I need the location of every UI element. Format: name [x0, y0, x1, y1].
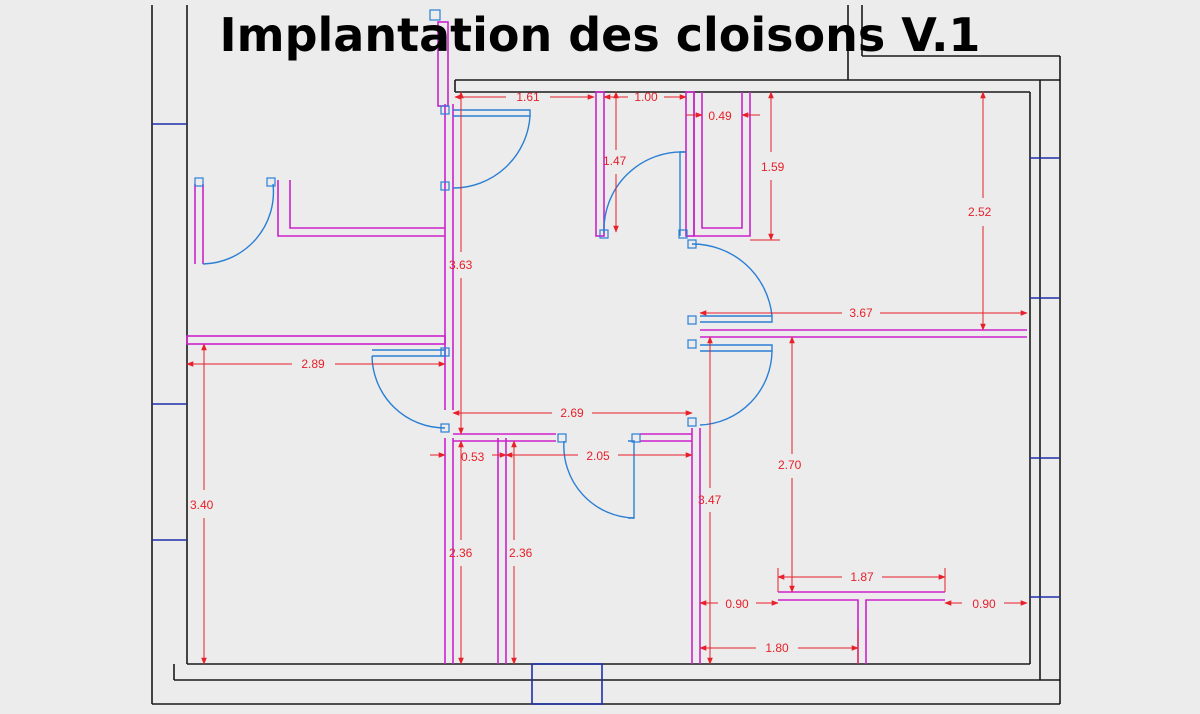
dim-label-1-61: 1.61 [516, 90, 540, 104]
dim-label-3-63: 3.63 [449, 258, 473, 272]
dim-label-3-40: 3.40 [190, 498, 214, 512]
dim-label-2-36-b: 2.36 [509, 546, 533, 560]
dim-label-0-90-right: 0.90 [972, 597, 996, 611]
dim-label-2-36-a: 2.36 [449, 546, 473, 560]
dim-label-1-59: 1.59 [761, 160, 785, 174]
dim-label-2-69: 2.69 [560, 406, 584, 420]
dim-label-2-05: 2.05 [586, 449, 610, 463]
dim-label-1-87: 1.87 [850, 570, 874, 584]
doors [194, 9, 773, 519]
dim-label-3-67: 3.67 [849, 306, 873, 320]
windows [152, 123, 1060, 705]
partitions [186, 21, 1027, 664]
dim-label-0-53: 0.53 [461, 450, 485, 464]
dim-label-0-49: 0.49 [708, 109, 732, 123]
dim-label-2-52: 2.52 [968, 205, 992, 219]
dim-label-1-47: 1.47 [603, 154, 627, 168]
page-title: Implantation des cloisons V.1 [219, 8, 981, 62]
structural-walls [151, 5, 1061, 705]
dim-label-2-70: 2.70 [778, 458, 802, 472]
dim-label-3-47: 3.47 [698, 493, 722, 507]
dim-label-0-90-left: 0.90 [725, 597, 749, 611]
dim-label-1-00: 1.00 [634, 90, 658, 104]
dim-label-2-89: 2.89 [301, 357, 325, 371]
dim-label-1-80: 1.80 [765, 641, 789, 655]
dimensions: 1.61 1.00 0.49 1.47 1.59 2.52 3.63 3.67 … [186, 90, 1028, 665]
door-hinges [194, 9, 697, 443]
